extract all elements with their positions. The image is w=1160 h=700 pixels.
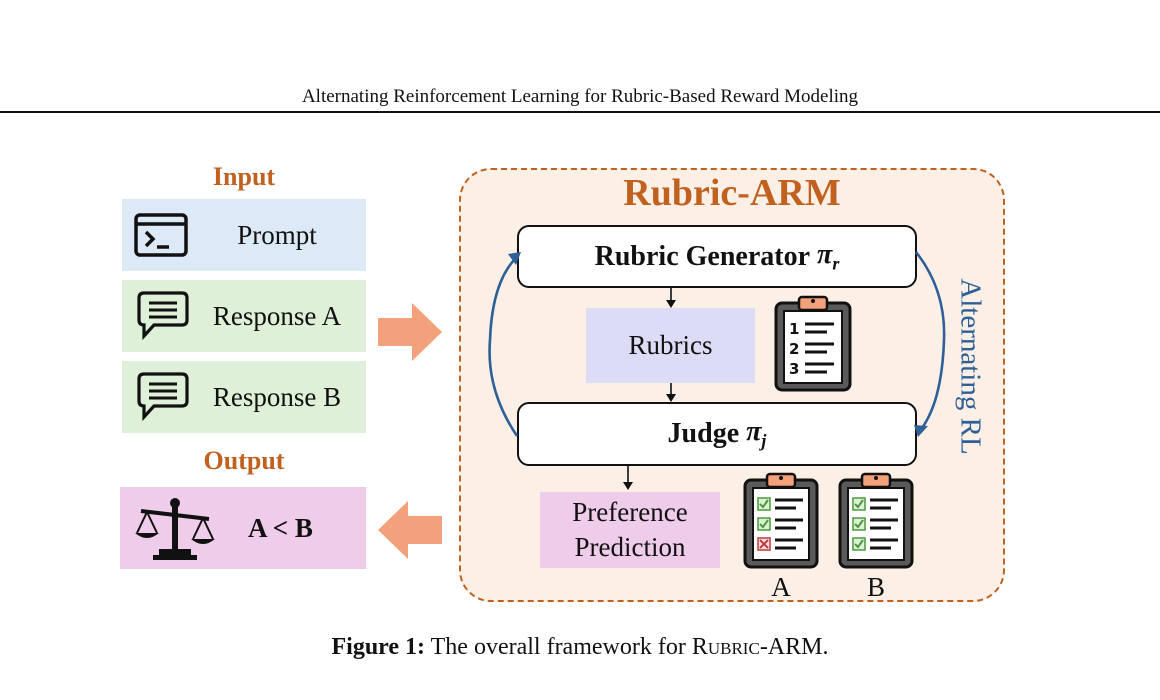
judge-sub: j: [761, 430, 767, 451]
prompt-box: Prompt: [122, 199, 366, 271]
judge-box: Judge πj: [517, 402, 917, 466]
response-b-box: Response B: [122, 361, 366, 433]
running-header: Alternating Reinforcement Learning for R…: [301, 86, 859, 107]
preference-text: Preference Prediction: [572, 496, 688, 562]
alternating-rl-label: Alternating RL: [954, 278, 987, 455]
arrow-rubrics-judge: [666, 383, 676, 402]
clipboard-a-label: A: [771, 572, 791, 602]
balance-scale-icon: [120, 495, 230, 561]
rubric-num-3: 3: [789, 360, 799, 378]
left-curved-arrow: [488, 252, 521, 437]
figure-caption: Figure 1: The overall framework for Rubr…: [0, 634, 1160, 661]
clipboard-b-icon: [838, 472, 914, 569]
judge-label: Judge: [667, 418, 740, 449]
rubric-arm-title: Rubric-ARM: [623, 172, 841, 214]
response-a-box: Response A: [122, 280, 366, 352]
input-label: Input: [212, 162, 276, 191]
caption-prefix: Figure 1:: [331, 634, 426, 660]
rubrics-box: Rubrics: [586, 308, 755, 383]
caption-name-suffix: -ARM.: [759, 634, 829, 660]
chat-bubble-icon: [122, 290, 200, 342]
arrow-gen-rubrics: [666, 288, 676, 308]
terminal-icon: [122, 212, 200, 258]
clipboard-b-label: B: [866, 572, 885, 602]
input-arrow: [378, 303, 442, 361]
preference-box: Preference Prediction: [540, 492, 720, 568]
generator-pi: πr: [817, 238, 840, 274]
rubrics-text: Rubrics: [628, 329, 713, 360]
response-a-text: Response A: [212, 300, 342, 331]
rubric-num-2: 2: [789, 340, 799, 358]
response-b-text: Response B: [212, 381, 342, 412]
output-label: Output: [203, 446, 285, 475]
header-rule: [0, 111, 1160, 113]
chat-bubble-icon: [122, 371, 200, 423]
rubric-num-1: 1: [789, 320, 799, 338]
clipboard-a-icon: [743, 472, 819, 569]
caption-text: The overall framework for: [430, 634, 686, 660]
arrow-judge-preference: [623, 466, 633, 490]
rubric-generator-box: Rubric Generator πr: [517, 225, 917, 288]
generator-sub: r: [832, 253, 840, 274]
prompt-text: Prompt: [237, 219, 317, 250]
generator-label: Rubric Generator: [594, 240, 811, 272]
caption-name: Rubric: [691, 634, 760, 660]
output-arrow: [378, 501, 442, 559]
right-curved-arrow: [914, 251, 946, 437]
output-value: A < B: [248, 512, 313, 543]
output-box: A < B: [120, 487, 366, 569]
clipboard-list-icon: 1 2 3: [774, 295, 852, 392]
judge-pi: πj: [746, 416, 767, 451]
